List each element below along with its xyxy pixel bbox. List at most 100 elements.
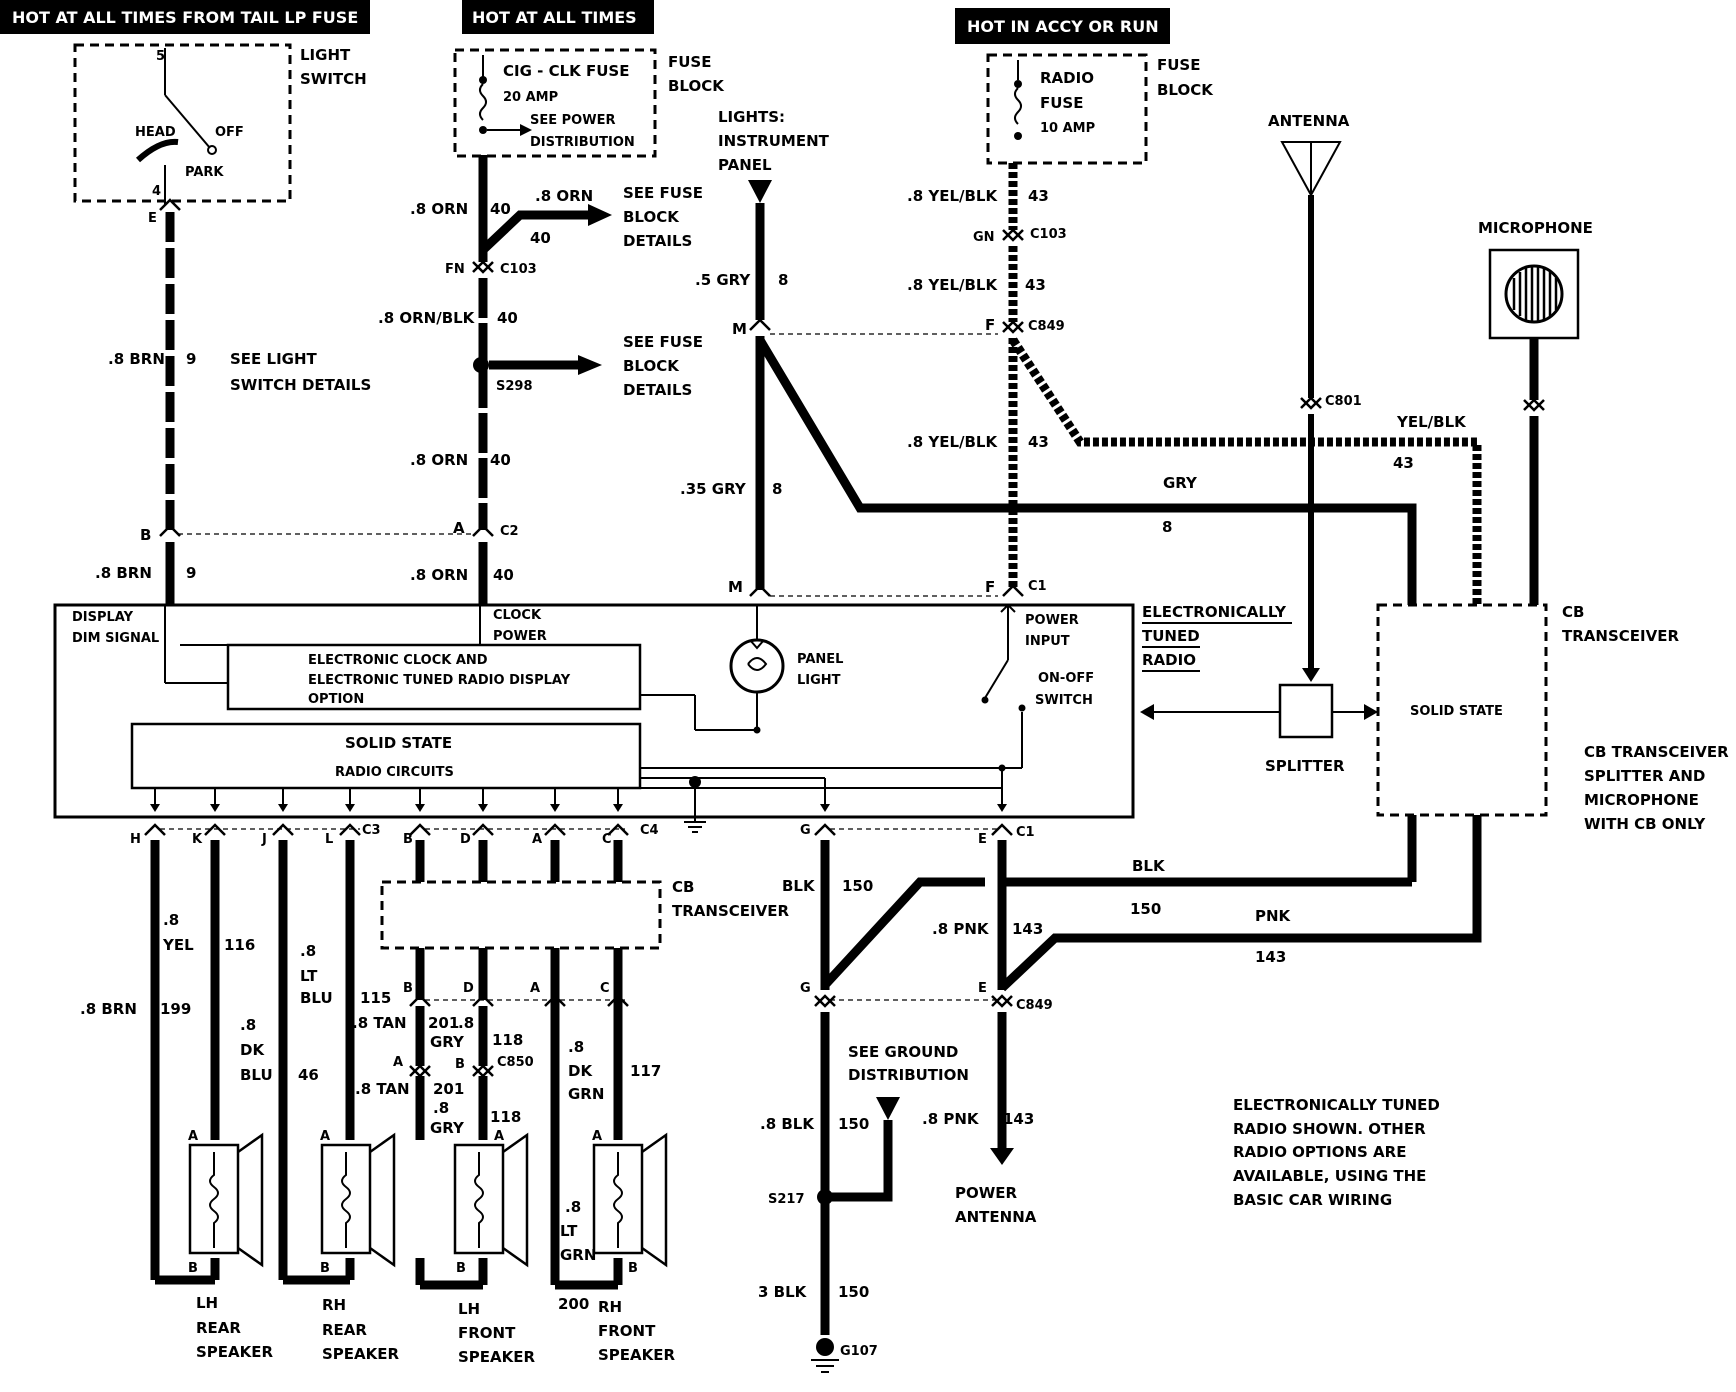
svg-text:BLOCK: BLOCK <box>1157 81 1214 99</box>
cb-transceiver: SOLID STATE CB TRANSCEIVER CB TRANSCEIVE… <box>1376 603 1729 833</box>
svg-text:B: B <box>320 1261 330 1276</box>
svg-text:LT: LT <box>300 967 318 985</box>
svg-text:150: 150 <box>1130 900 1161 918</box>
splitter: SPLITTER <box>1140 683 1378 775</box>
fuse-block-right: FUSE BLOCK RADIO FUSE 10 AMP <box>986 53 1214 165</box>
svg-text:CB: CB <box>1562 603 1584 621</box>
svg-text:B: B <box>140 526 151 544</box>
svg-text:E: E <box>148 211 157 226</box>
svg-text:ANTENNA: ANTENNA <box>1268 112 1350 130</box>
svg-text:10 AMP: 10 AMP <box>1040 121 1095 136</box>
svg-text:LIGHT: LIGHT <box>797 673 841 688</box>
svg-text:5: 5 <box>156 49 165 64</box>
svg-text:CIG - CLK FUSE: CIG - CLK FUSE <box>503 62 629 80</box>
wire-blk-150: BLK 150 BLK 150 G SEE GROUND DISTRIBUTIO… <box>758 815 1417 1373</box>
svg-text:BLOCK: BLOCK <box>668 77 725 95</box>
svg-text:SEE LIGHT: SEE LIGHT <box>230 350 318 368</box>
svg-text:PANEL: PANEL <box>718 156 772 174</box>
svg-text:G: G <box>800 981 811 996</box>
svg-text:C849: C849 <box>1016 998 1053 1013</box>
svg-text:AVAILABLE, USING THE: AVAILABLE, USING THE <box>1233 1167 1426 1185</box>
svg-text:A: A <box>530 981 540 996</box>
svg-text:ELECTRONICALLY TUNED: ELECTRONICALLY TUNED <box>1233 1096 1440 1114</box>
svg-text:SWITCH: SWITCH <box>300 70 367 88</box>
svg-text:G: G <box>800 823 811 838</box>
bottom-connectors: H K J L C3 B D A C C4 G E C1 <box>130 823 1035 847</box>
svg-text:DIM SIGNAL: DIM SIGNAL <box>72 631 159 646</box>
wire-orn-40: .8 ORN 40 .8 ORN 40 SEE FUSE BLOCK DETAI… <box>378 155 703 605</box>
svg-text:A: A <box>320 1129 330 1144</box>
svg-text:.8 YEL/BLK: .8 YEL/BLK <box>907 433 998 451</box>
svg-text:LH: LH <box>458 1300 480 1318</box>
svg-text:.8 ORN/BLK: .8 ORN/BLK <box>378 309 476 327</box>
svg-text:C1: C1 <box>1028 579 1047 594</box>
svg-text:.8 ORN: .8 ORN <box>410 200 468 218</box>
svg-text:FUSE: FUSE <box>1040 94 1083 112</box>
svg-text:RADIO SHOWN. OTHER: RADIO SHOWN. OTHER <box>1233 1120 1426 1138</box>
svg-text:8: 8 <box>1162 518 1172 536</box>
antenna: ANTENNA C801 <box>1268 112 1362 682</box>
svg-text:A: A <box>494 1129 504 1144</box>
svg-text:200: 200 <box>558 1295 589 1313</box>
svg-text:FUSE: FUSE <box>1157 56 1200 74</box>
svg-text:A: A <box>393 1055 403 1070</box>
svg-text:A: A <box>188 1129 198 1144</box>
svg-text:RADIO: RADIO <box>1142 651 1196 669</box>
svg-text:H: H <box>130 832 141 847</box>
speaker-lh-front: A B <box>453 1129 529 1276</box>
svg-text:SPEAKER: SPEAKER <box>322 1345 400 1363</box>
svg-text:C2: C2 <box>500 524 519 539</box>
svg-text:FUSE: FUSE <box>668 53 711 71</box>
wire-pnk-143: .8 PNK 143 PNK 143 E C849 .8 PNK 143 POW… <box>922 815 1482 1226</box>
svg-text:GRY: GRY <box>430 1119 465 1137</box>
svg-text:116: 116 <box>224 936 255 954</box>
svg-text:SPEAKER: SPEAKER <box>598 1346 676 1364</box>
svg-text:115: 115 <box>360 989 391 1007</box>
svg-text:.8: .8 <box>240 1016 256 1034</box>
svg-text:POWER: POWER <box>955 1184 1018 1202</box>
svg-text:C4: C4 <box>640 823 659 838</box>
svg-text:LT: LT <box>560 1222 578 1240</box>
svg-text:M: M <box>732 320 747 338</box>
cb-transceiver-lower: CB TRANSCEIVER <box>380 878 789 950</box>
svg-text:C103: C103 <box>500 262 537 277</box>
svg-text:46: 46 <box>298 1066 319 1084</box>
header-tail-fuse: HOT AT ALL TIMES FROM TAIL LP FUSE <box>0 0 370 34</box>
svg-text:F: F <box>985 316 995 334</box>
svg-text:40: 40 <box>497 309 518 327</box>
svg-text:.8 TAN: .8 TAN <box>355 1080 410 1098</box>
svg-text:201: 201 <box>428 1014 459 1032</box>
svg-text:FRONT: FRONT <box>598 1322 656 1340</box>
svg-text:ON-OFF: ON-OFF <box>1038 671 1094 686</box>
svg-text:YEL: YEL <box>162 936 194 954</box>
svg-text:REAR: REAR <box>196 1319 241 1337</box>
svg-text:BASIC CAR WIRING: BASIC CAR WIRING <box>1233 1191 1392 1209</box>
svg-text:WITH CB ONLY: WITH CB ONLY <box>1584 815 1706 833</box>
svg-text:DISPLAY: DISPLAY <box>72 610 134 625</box>
svg-text:LIGHTS:: LIGHTS: <box>718 108 785 126</box>
svg-text:C: C <box>602 832 612 847</box>
svg-text:.8 ORN: .8 ORN <box>535 187 593 205</box>
svg-text:DISTRIBUTION: DISTRIBUTION <box>530 135 635 150</box>
svg-text:B: B <box>628 1261 638 1276</box>
svg-text:.8 PNK: .8 PNK <box>932 920 990 938</box>
svg-text:DISTRIBUTION: DISTRIBUTION <box>848 1066 969 1084</box>
svg-text:.8: .8 <box>163 911 179 929</box>
svg-text:CB TRANSCEIVER: CB TRANSCEIVER <box>1584 743 1729 761</box>
svg-text:118: 118 <box>490 1108 521 1126</box>
svg-text:CB: CB <box>672 878 694 896</box>
lights-instrument-panel: LIGHTS: INSTRUMENT PANEL .5 GRY 8 M .35 … <box>680 108 1417 605</box>
svg-text:HOT IN ACCY OR RUN: HOT IN ACCY OR RUN <box>967 17 1159 36</box>
svg-text:TUNED: TUNED <box>1142 627 1200 645</box>
svg-text:20 AMP: 20 AMP <box>503 90 558 105</box>
svg-text:43: 43 <box>1025 276 1046 294</box>
svg-text:8: 8 <box>772 480 782 498</box>
svg-text:150: 150 <box>838 1115 869 1133</box>
svg-text:143: 143 <box>1255 948 1286 966</box>
svg-text:TRANSCEIVER: TRANSCEIVER <box>672 902 789 920</box>
svg-text:A: A <box>453 519 465 537</box>
svg-text:DK: DK <box>240 1041 265 1059</box>
svg-text:BLOCK: BLOCK <box>623 357 680 375</box>
svg-text:9: 9 <box>186 350 196 368</box>
